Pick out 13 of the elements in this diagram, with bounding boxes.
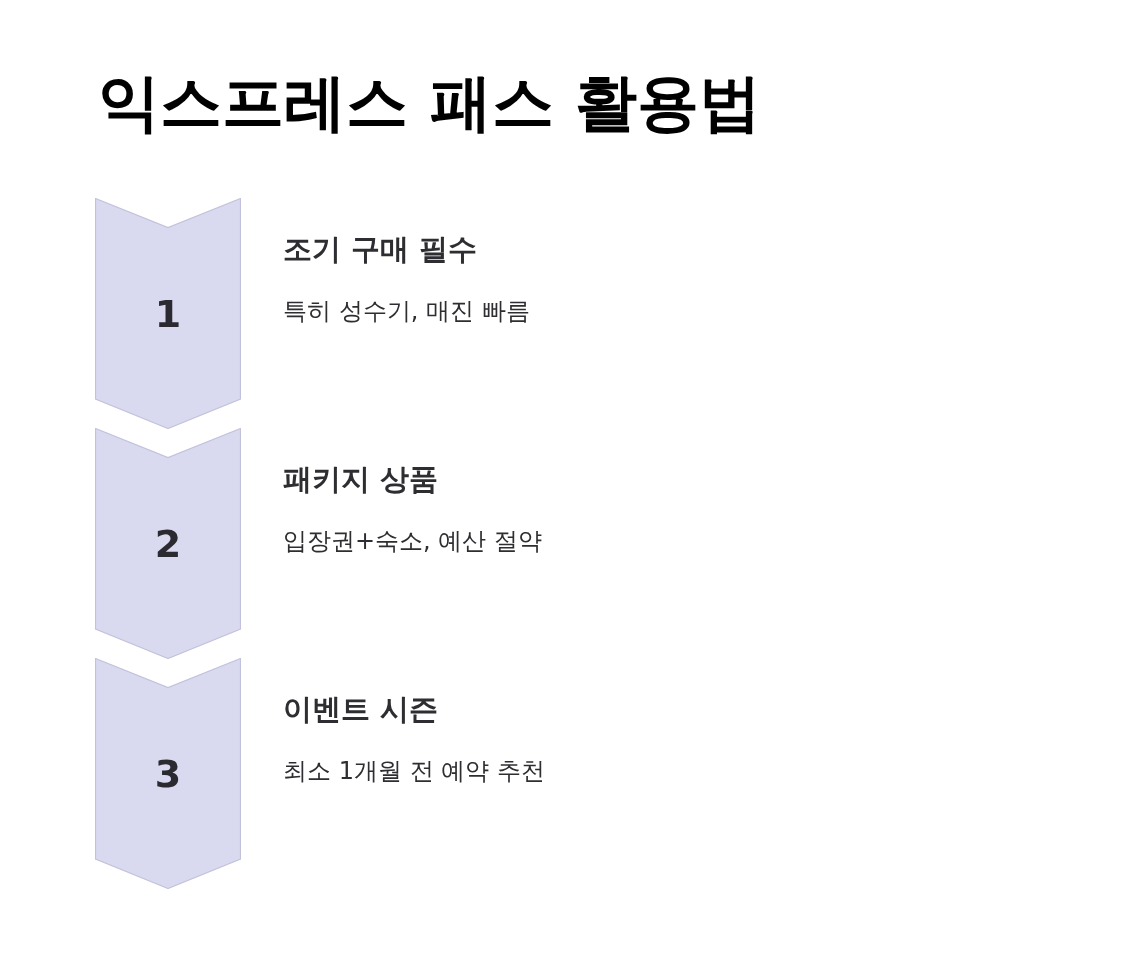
step-description: 입장권+숙소, 예산 절약 xyxy=(283,526,542,556)
step-number: 3 xyxy=(153,752,183,796)
step-number: 2 xyxy=(153,522,183,566)
step-heading: 조기 구매 필수 xyxy=(283,231,478,267)
chevron-step xyxy=(95,658,241,889)
step-number: 1 xyxy=(153,292,183,336)
page-title: 익스프레스 패스 활용법 xyxy=(98,66,762,141)
chevron-step xyxy=(95,428,241,659)
step-description: 최소 1개월 전 예약 추천 xyxy=(283,756,545,786)
chevron-step xyxy=(95,198,241,429)
step-heading: 이벤트 시즌 xyxy=(283,691,439,727)
step-heading: 패키지 상품 xyxy=(283,461,439,497)
step-description: 특히 성수기, 매진 빠름 xyxy=(283,296,530,326)
